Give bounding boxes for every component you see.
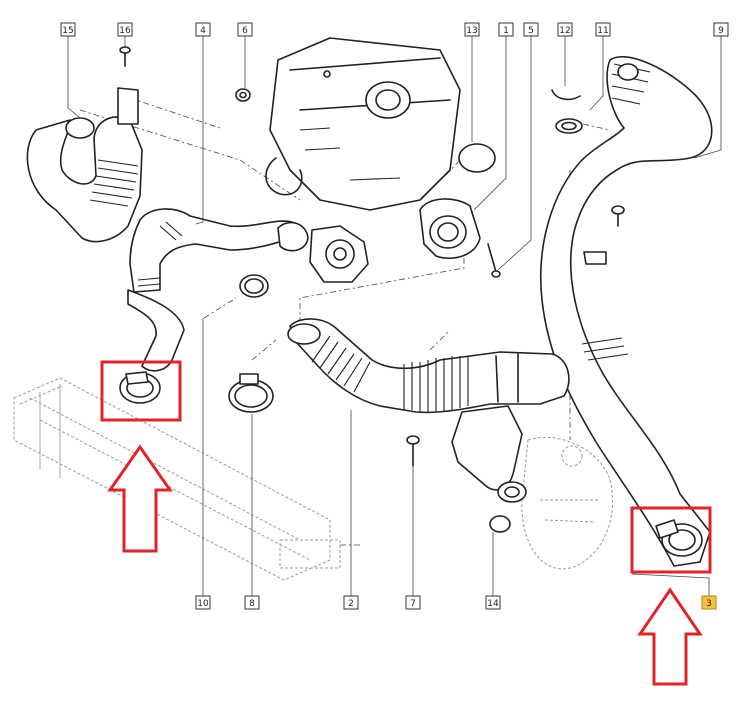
callout-10: 10: [195, 595, 211, 610]
highlight-box-right: [630, 506, 712, 574]
callout-4: 4: [195, 22, 211, 37]
part-4-hose: [127, 208, 301, 372]
part-1-flange: [419, 198, 481, 260]
part-16-bolt: [119, 46, 131, 67]
svg-text:1: 1: [503, 26, 509, 36]
part-14-oring: [489, 515, 511, 533]
svg-text:14: 14: [487, 599, 499, 609]
callout-15: 15: [60, 22, 76, 37]
svg-text:10: 10: [197, 599, 209, 609]
highlight-arrow-right: [637, 587, 703, 686]
part-12-clamp: [551, 89, 583, 134]
part-10-clamp: [239, 274, 269, 298]
part-3-clamp-left: [119, 371, 161, 404]
callout-1: 1: [498, 22, 514, 37]
callout-7: 7: [405, 595, 421, 610]
part-8-clamp: [228, 373, 274, 413]
svg-text:2: 2: [348, 599, 354, 609]
part-9-bolt: [583, 205, 625, 265]
svg-text:5: 5: [528, 26, 534, 36]
callout-3: 3: [701, 595, 717, 610]
part-13-oring: [458, 143, 496, 173]
callout-8: 8: [244, 595, 260, 610]
svg-text:11: 11: [597, 26, 608, 36]
throttle-body: [277, 221, 369, 283]
callout-16: 16: [117, 22, 133, 37]
part-15-hose: [26, 87, 143, 243]
air-filter-housing: [265, 37, 461, 211]
callout-6: 6: [237, 22, 253, 37]
callout-13: 13: [464, 22, 480, 37]
part-6-grommet: [235, 88, 251, 102]
callout-9: 9: [713, 22, 729, 37]
part-3-clamp-right: [655, 519, 703, 557]
callout-leaders: [67, 36, 722, 596]
part-7-bolt: [406, 435, 420, 467]
svg-text:8: 8: [249, 599, 255, 609]
svg-text:4: 4: [200, 26, 206, 36]
highlight-arrow-left: [107, 444, 173, 553]
part-2-hose: [287, 318, 570, 414]
intercooler-ghost: [13, 377, 341, 581]
engine-block-ghost: [521, 436, 614, 570]
svg-text:6: 6: [242, 26, 248, 36]
part-11-hose: [539, 55, 713, 567]
callout-12: 12: [557, 22, 573, 37]
highlight-box-left: [100, 360, 182, 422]
svg-text:9: 9: [718, 26, 724, 36]
svg-text:7: 7: [410, 599, 416, 609]
svg-text:15: 15: [62, 26, 73, 36]
callout-11: 11: [595, 22, 611, 37]
svg-text:13: 13: [466, 26, 477, 36]
svg-text:12: 12: [559, 26, 570, 36]
svg-text:16: 16: [119, 26, 131, 36]
turbo-outlet-pipe: [451, 405, 527, 503]
callout-2: 2: [343, 595, 359, 610]
callout-5: 5: [523, 22, 539, 37]
callout-14: 14: [485, 595, 501, 610]
svg-text:3: 3: [706, 599, 712, 609]
part-5-bolt: [487, 243, 501, 278]
